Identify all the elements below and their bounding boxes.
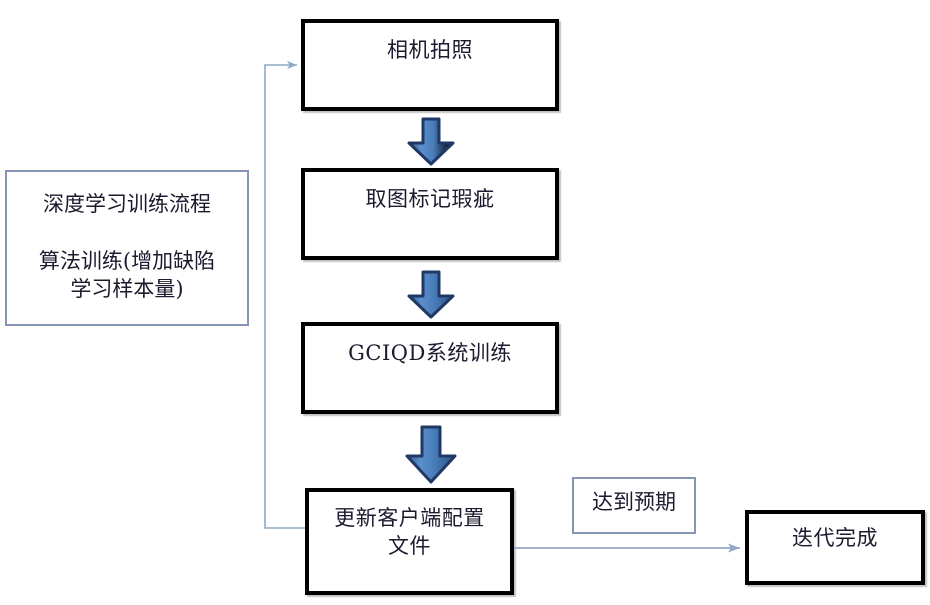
step-box-system-training-label: GCIQD系统训练 bbox=[348, 341, 512, 365]
step-box-system-training[interactable]: GCIQD系统训练 bbox=[301, 322, 559, 414]
step-box-update-client-config-label: 更新客户端配置 文件 bbox=[334, 506, 485, 558]
step-box-mark-defects[interactable]: 取图标记瑕疵 bbox=[301, 168, 559, 260]
step-box-camera-label: 相机拍照 bbox=[387, 38, 473, 62]
block-arrow-train-to-update bbox=[405, 425, 457, 484]
note-body-line: 算法训练(增加缺陷 学习样本量) bbox=[38, 249, 216, 302]
step-box-mark-defects-label: 取图标记瑕疵 bbox=[365, 187, 495, 211]
block-arrow-camera-to-mark bbox=[407, 117, 455, 166]
training-process-note-panel: 深度学习训练流程 算法训练(增加缺陷 学习样本量) bbox=[5, 170, 249, 326]
step-box-camera[interactable]: 相机拍照 bbox=[301, 19, 559, 111]
expected-result-label: 达到预期 bbox=[592, 490, 676, 514]
expected-result-label-box: 达到预期 bbox=[572, 477, 696, 534]
step-box-iteration-complete-label: 迭代完成 bbox=[792, 526, 878, 550]
step-box-iteration-complete[interactable]: 迭代完成 bbox=[745, 510, 925, 585]
step-box-update-client-config[interactable]: 更新客户端配置 文件 bbox=[305, 488, 514, 595]
block-arrow-mark-to-train bbox=[407, 270, 455, 319]
note-title-line: 深度学习训练流程 bbox=[43, 192, 211, 216]
connector-feedback-loop bbox=[264, 60, 305, 529]
